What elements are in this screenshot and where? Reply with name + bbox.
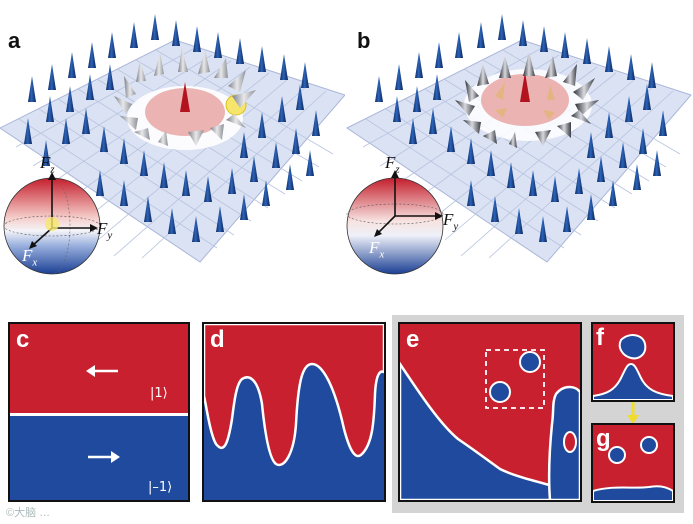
watermark: ©大脑 … [6,507,51,519]
panel-letter-a: a [8,28,21,53]
panel-letter-d: d [210,326,225,353]
right-arrow-icon [88,451,120,463]
panel-letter-e: e [406,326,420,353]
transition-arrow-icon [627,402,639,424]
domain-pattern-g [593,436,673,501]
panel-e: e [398,322,582,502]
panel-a: a [0,0,345,280]
domain-pattern-e [400,349,580,500]
panel-letter-b: b [357,28,371,53]
axis-label-fz-a: Fz [40,153,55,176]
panel-letter-g: g [596,425,611,452]
domain-wall [10,413,188,416]
panel-d: d [202,322,386,502]
spin-texture-b-illustration [346,14,692,275]
axis-label-fx-a: Fx [22,246,38,269]
domain-pattern-d [204,324,384,467]
panel-c: c |1⟩ |–1⟩ [8,322,190,502]
domain-pattern-f [593,334,673,400]
axis-label-fy-a: Fy [97,219,113,242]
spin-texture-a-illustration [0,14,345,275]
panel-letter-c: c [16,326,30,353]
left-arrow-icon [86,365,118,377]
panel-letter-f: f [596,324,604,351]
domain-top-red [10,324,188,414]
ket-label-bottom: |–1⟩ [148,480,173,495]
axis-label-fz-b: Fz [385,153,400,176]
panel-b: b [345,0,693,280]
ket-label-top: |1⟩ [150,386,168,401]
panel-f: f [591,322,675,402]
panel-g: g [591,423,675,503]
axis-label-fy-b: Fy [443,210,459,233]
axis-label-fx-b: Fx [369,238,385,261]
